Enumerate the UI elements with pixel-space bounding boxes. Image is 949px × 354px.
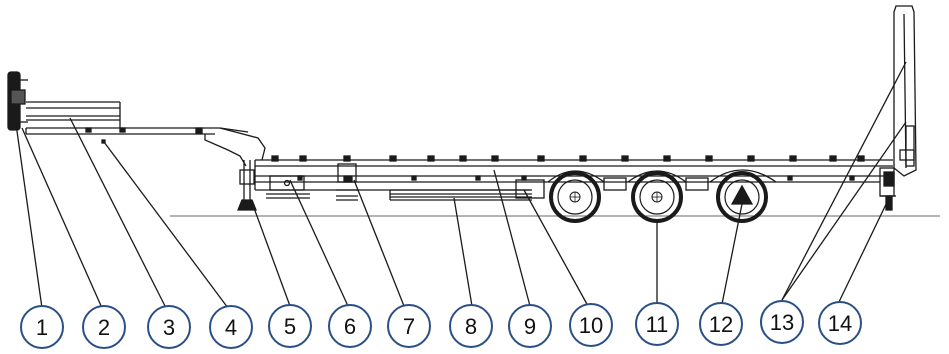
- callout-8-label: 8: [465, 314, 477, 339]
- ramp-rails: [389, 189, 532, 201]
- trailer-drawing: [7, 5, 917, 223]
- callout-12-label: 12: [709, 312, 733, 337]
- callout-4-label: 4: [225, 315, 237, 340]
- callout-10: 10: [569, 303, 613, 347]
- callout-11: 11: [635, 302, 679, 346]
- gooseneck-rack: [26, 101, 121, 128]
- callout-7: 7: [387, 304, 431, 348]
- callout-13-label: 13: [770, 310, 794, 335]
- callout-7-label: 7: [403, 314, 415, 339]
- callout-6: 6: [328, 304, 372, 348]
- gooseneck-body: [25, 127, 266, 167]
- callouts: 1 2 3 4 5 6 7 8: [20, 300, 862, 349]
- callout-9-label: 9: [524, 314, 536, 339]
- callout-4: 4: [209, 305, 253, 349]
- callout-5: 5: [268, 304, 312, 348]
- callout-9: 9: [508, 304, 552, 348]
- side-box: [266, 175, 310, 199]
- wheel-3: [716, 171, 768, 223]
- rear-ramp: [893, 5, 917, 177]
- callout-14: 14: [818, 301, 862, 345]
- wheel-2: [631, 171, 683, 223]
- leader-lines: [13, 61, 907, 309]
- callout-10-label: 10: [579, 313, 603, 338]
- callout-6-label: 6: [344, 314, 356, 339]
- coupling-head: [7, 71, 28, 131]
- callout-2: 2: [82, 305, 126, 349]
- callout-14-label: 14: [828, 311, 852, 336]
- landing-legs: [237, 160, 257, 211]
- callout-1: 1: [20, 305, 64, 349]
- callout-2-label: 2: [98, 315, 110, 340]
- callout-12: 12: [699, 302, 743, 346]
- callout-8: 8: [449, 304, 493, 348]
- callout-3: 3: [147, 305, 191, 349]
- callout-11-label: 11: [646, 312, 669, 337]
- callout-3-label: 3: [163, 315, 175, 340]
- rear-bumper: [879, 167, 896, 211]
- wheel-1: [549, 171, 601, 223]
- callout-5-label: 5: [284, 314, 296, 339]
- callout-1-label: 1: [36, 315, 48, 340]
- callout-13: 13: [760, 300, 804, 344]
- step-ladder: [336, 163, 358, 201]
